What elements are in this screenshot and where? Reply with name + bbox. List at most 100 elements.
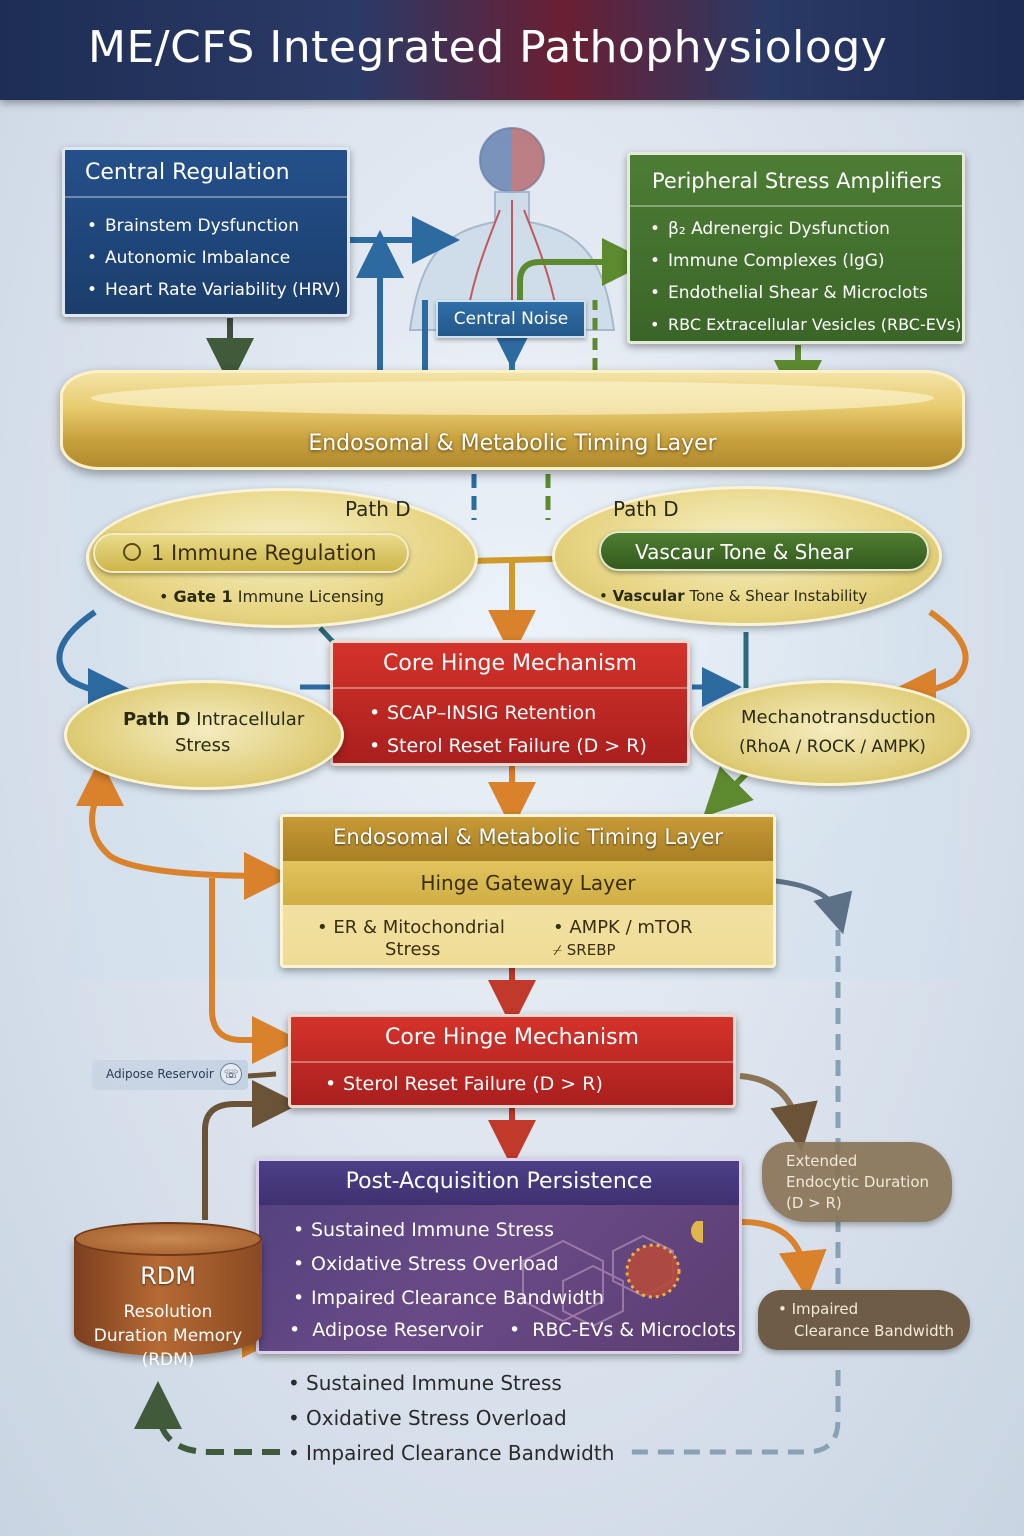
clock-icon — [123, 543, 141, 561]
path-label: Path D — [345, 497, 411, 521]
rbc-evs-label: RBC-EVs & Microclots — [532, 1319, 736, 1341]
gateway-col2-line1: • AMPK / mTOR — [553, 917, 693, 938]
gateway-col1-text: ER & Mitochondrial — [333, 917, 505, 938]
peripheral-heading: Peripheral Stress Amplifiers — [652, 169, 942, 193]
immune-regulation-pill: 1 Immune Regulation — [93, 533, 409, 573]
bottom-summary-list: Sustained Immune Stress Oxidative Stress… — [284, 1366, 614, 1471]
post-acquisition-header-bar — [259, 1161, 739, 1205]
gateway-col2-text: AMPK / mTOR — [569, 917, 693, 938]
gateway-col2-line2: ⌿ SREBP — [553, 941, 616, 959]
core-hinge-box-2: Core Hinge Mechanism Sterol Reset Failur… — [288, 1014, 736, 1108]
core-hinge-list: Sterol Reset Failure (D > R) — [321, 1069, 603, 1099]
rdm-line2: Duration Memory — [93, 1326, 243, 1346]
impaired-text: Impaired — [791, 1300, 859, 1318]
endocytic-line3: (D > R) — [786, 1194, 842, 1212]
central-regulation-list: Brainstem Dysfunction Autonomic Imbalanc… — [83, 210, 341, 306]
vascular-instability: • Vascular Tone & Shear Instability — [599, 587, 868, 605]
impaired-line2: Clearance Bandwidth — [794, 1322, 955, 1340]
mechanotransduction-oval: Mechanotransduction (RhoA / ROCK / AMPK) — [690, 680, 970, 786]
vascular-rest: Tone & Shear Instability — [689, 587, 868, 605]
timing-layer-top: Endosomal & Metabolic Timing Layer — [60, 370, 965, 470]
divider — [630, 205, 962, 207]
list-item: Impaired Clearance Bandwidth — [289, 1281, 604, 1315]
intracellular-line2: Stress — [175, 735, 231, 756]
vascular-bold: Vascular — [612, 587, 685, 605]
timing-layer-top-label: Endosomal & Metabolic Timing Layer — [308, 431, 717, 456]
central-noise-tag: Central Noise — [436, 300, 586, 338]
list-item: Endothelial Shear & Microclots — [646, 277, 961, 309]
hinge-gateway-heading: Endosomal & Metabolic Timing Layer — [333, 825, 723, 849]
post-acquisition-box: Post-Acquisition Persistence Sustained I… — [256, 1158, 742, 1354]
post-acquisition-heading: Post-Acquisition Persistence — [345, 1169, 653, 1194]
rdm-line3: (RDM) — [141, 1350, 195, 1370]
list-item: Heart Rate Variability (HRV) — [83, 274, 341, 306]
list-item: Brainstem Dysfunction — [83, 210, 341, 242]
divider — [291, 1061, 733, 1063]
adipose-tag-label: Adipose Reservoir — [106, 1067, 214, 1081]
list-item: Sterol Reset Failure (D > R) — [365, 730, 647, 763]
list-item: RBC Extracellular Vesicles (RBC-EVs) — [646, 309, 961, 341]
core-hinge-box-1: Core Hinge Mechanism SCAP–INSIG Retentio… — [330, 640, 690, 766]
rdm-cylinder: RDM Resolution Duration Memory (RDM) — [74, 1222, 262, 1370]
path-d-immune-oval: Path D 1 Immune Regulation • Gate 1 Immu… — [86, 488, 478, 628]
divider — [65, 196, 347, 198]
central-regulation-box: Central Regulation Brainstem Dysfunction… — [62, 147, 350, 317]
impaired-line1: • Impaired — [778, 1300, 859, 1318]
title-banner: ME/CFS Integrated Pathophysiology — [0, 0, 1024, 100]
post-acquisition-list: Sustained Immune Stress Oxidative Stress… — [289, 1213, 604, 1315]
gateway-col1-line1: • ER & Mitochondrial — [317, 917, 505, 938]
post-bottom-left: • Adipose Reservoir — [289, 1319, 484, 1341]
hinge-gateway-subheading: Hinge Gateway Layer — [420, 871, 636, 895]
gateway-col2-sub: SREBP — [566, 941, 616, 959]
cylinder-body — [74, 1238, 262, 1356]
list-item: Impaired Clearance Bandwidth — [284, 1436, 614, 1471]
mechano-line1: Mechanotransduction — [741, 707, 936, 728]
list-item: Sustained Immune Stress — [289, 1213, 604, 1247]
list-item: Autonomic Imbalance — [83, 242, 341, 274]
path-label: Path D — [613, 497, 679, 521]
adipose-reservoir-tag: Adipose Reservoir ☏ — [92, 1060, 248, 1090]
gateway-col1-line2: Stress — [385, 939, 441, 960]
gate-rest: Immune Licensing — [237, 587, 385, 606]
core-hinge-list: SCAP–INSIG Retention Sterol Reset Failur… — [365, 697, 647, 763]
core-hinge-heading: Core Hinge Mechanism — [383, 651, 637, 676]
adipose-reservoir-label: Adipose Reservoir — [312, 1319, 484, 1341]
endocytic-line1: Extended — [786, 1152, 858, 1170]
list-item: β₂ Adrenergic Dysfunction — [646, 213, 961, 245]
intracellular-bold: Path D — [123, 709, 191, 730]
list-item: SCAP–INSIG Retention — [365, 697, 647, 730]
gate-bold: Gate 1 — [173, 587, 233, 606]
tray-rim — [91, 381, 934, 415]
post-bottom-right: • RBC-EVs & Microclots — [509, 1319, 736, 1341]
immune-regulation-label: 1 Immune Regulation — [151, 541, 377, 565]
page-title: ME/CFS Integrated Pathophysiology — [88, 22, 888, 73]
peripheral-stress-box: Peripheral Stress Amplifiers β₂ Adrenerg… — [627, 152, 965, 344]
extended-endocytic-blob: Extended Endocytic Duration (D > R) — [762, 1142, 952, 1222]
list-item: Oxidative Stress Overload — [284, 1401, 614, 1436]
peripheral-list: β₂ Adrenergic Dysfunction Immune Complex… — [646, 213, 961, 341]
list-item: Immune Complexes (IgG) — [646, 245, 961, 277]
hinge-gateway-header-bar — [283, 817, 773, 861]
intracellular-stress-oval: Path D Intracellular Stress — [64, 680, 344, 790]
intracellular-line1: Path D Intracellular — [123, 709, 304, 730]
mechano-line2: (RhoA / ROCK / AMPK) — [739, 737, 926, 757]
list-item: Sterol Reset Failure (D > R) — [321, 1069, 603, 1099]
cylinder-top — [74, 1222, 262, 1256]
vascular-tone-label: Vascaur Tone & Shear — [635, 540, 853, 564]
intracellular-rest: Intracellular — [196, 709, 305, 730]
central-regulation-heading: Central Regulation — [85, 160, 290, 185]
path-d-vascular-oval: Path D Vascaur Tone & Shear • Vascular T… — [552, 486, 942, 626]
phone-icon: ☏ — [220, 1063, 242, 1085]
impaired-clearance-blob: • Impaired Clearance Bandwidth — [758, 1290, 970, 1350]
gate-licensing: • Gate 1 Immune Licensing — [159, 587, 385, 606]
core-hinge-heading: Core Hinge Mechanism — [385, 1025, 639, 1050]
list-item: Sustained Immune Stress — [284, 1366, 614, 1401]
vascular-tone-pill: Vascaur Tone & Shear — [599, 531, 929, 571]
rdm-line1: Resolution — [123, 1302, 213, 1322]
endocytic-line2: Endocytic Duration — [786, 1173, 930, 1191]
list-item: Oxidative Stress Overload — [289, 1247, 604, 1281]
rdm-abbr: RDM — [140, 1262, 196, 1290]
hinge-gateway-box: Endosomal & Metabolic Timing Layer Hinge… — [280, 814, 776, 968]
divider — [333, 687, 687, 689]
hinge-gateway-sub-bar — [283, 861, 773, 905]
